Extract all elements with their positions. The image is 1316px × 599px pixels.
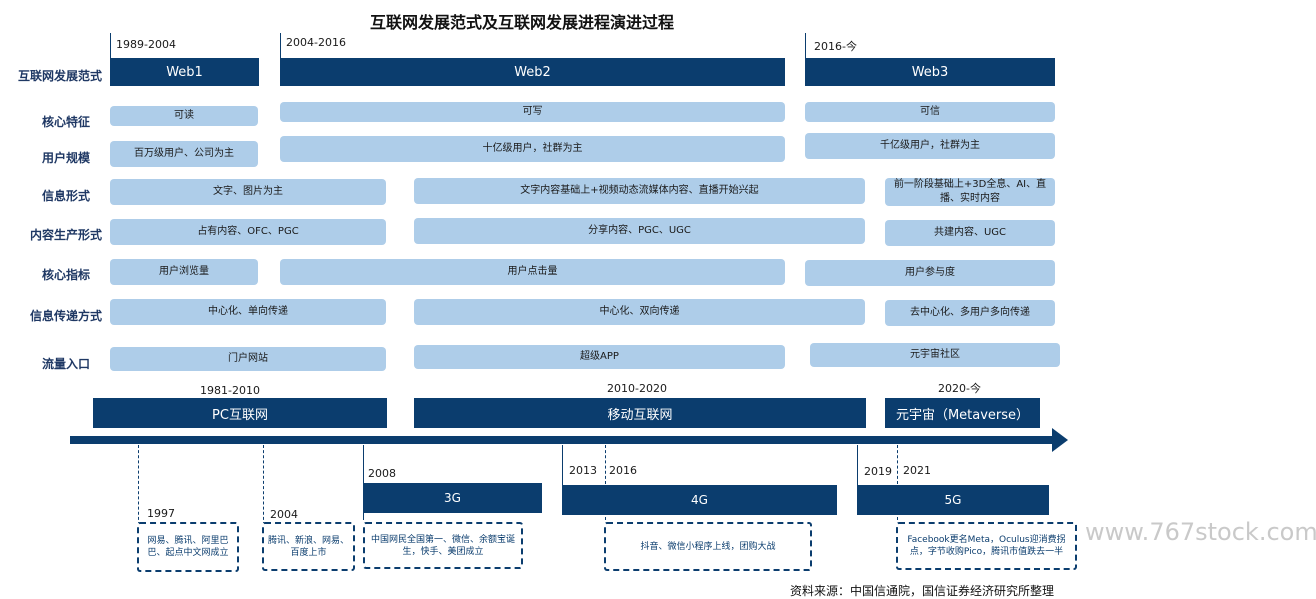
era-years-metaverse: 2020-今	[938, 382, 981, 395]
event-year-1997: 1997	[147, 507, 175, 520]
network-year-5g-a: 2019	[864, 465, 892, 478]
era-bar-metaverse: 元宇宙（Metaverse）	[885, 398, 1040, 428]
connector-2004	[263, 445, 264, 525]
cell-transfer-mobile: 中心化、双向传递	[414, 299, 865, 325]
era-bar-web2: Web2	[280, 58, 785, 86]
row-label-traffic: 流量入口	[42, 357, 91, 371]
cell-traffic-pc: 门户网站	[110, 347, 386, 371]
network-year-3g: 2008	[368, 467, 396, 480]
cell-core-metric-web2: 用户点击量	[280, 259, 785, 285]
era-years-pc: 1981-2010	[200, 384, 260, 397]
era-tick	[805, 33, 806, 58]
row-label-transfer: 信息传递方式	[30, 309, 103, 323]
cell-content-form-metaverse: 共建内容、UGC	[885, 220, 1055, 246]
cell-core-metric-web1: 用户浏览量	[110, 259, 258, 285]
network-year-4g-b: 2016	[609, 464, 637, 477]
era-bar-pc: PC互联网	[93, 398, 387, 428]
network-bar-3g: 3G	[363, 483, 542, 513]
row-label-core-metric: 核心指标	[42, 268, 91, 282]
connector-2013	[562, 445, 563, 515]
cell-core-metric-web3: 用户参与度	[805, 260, 1055, 286]
cell-transfer-metaverse: 去中心化、多用户多向传递	[885, 300, 1055, 326]
era-bar-web1: Web1	[110, 58, 259, 86]
network-year-4g-a: 2013	[569, 464, 597, 477]
event-box-2008: 中国网民全国第一、微信、余额宝诞生，快手、美团成立	[363, 522, 523, 569]
event-box-2016: 抖音、微信小程序上线，团购大战	[604, 522, 812, 571]
event-year-2004: 2004	[270, 508, 298, 521]
era-years-web1: 1989-2004	[116, 38, 176, 51]
cell-user-scale-web2: 十亿级用户，社群为主	[280, 136, 785, 162]
cell-traffic-metaverse: 元宇宙社区	[810, 343, 1060, 367]
cell-traffic-mobile: 超级APP	[414, 345, 785, 369]
watermark: www.767stock.com	[1085, 518, 1316, 546]
cell-info-form-pc: 文字、图片为主	[110, 179, 386, 205]
era-tick	[110, 33, 111, 58]
cell-info-form-mobile: 文字内容基础上+视频动态流媒体内容、直播开始兴起	[414, 178, 865, 204]
cell-content-form-pc: 占有内容、OFC、PGC	[110, 219, 386, 245]
cell-core-feature-web1: 可读	[110, 106, 258, 126]
row-label-info-form: 信息形式	[42, 189, 91, 203]
row-label-user-scale: 用户规模	[42, 151, 91, 165]
era-bar-web3: Web3	[805, 58, 1055, 86]
page-title: 互联网发展范式及互联网发展进程演进过程	[370, 13, 675, 32]
era-years-web2: 2004-2016	[286, 36, 346, 49]
era-years-web3: 2016-今	[814, 40, 857, 53]
cell-core-feature-web3: 可信	[805, 102, 1055, 122]
era-years-mobile: 2010-2020	[607, 382, 667, 395]
source-note: 资料来源：中国信通院，国信证券经济研究所整理	[790, 584, 1055, 598]
event-box-1997: 网易、腾讯、阿里巴巴、起点中文网成立	[137, 522, 239, 572]
connector-2019	[857, 445, 858, 515]
era-bar-mobile: 移动互联网	[414, 398, 866, 428]
network-bar-5g: 5G	[857, 485, 1049, 515]
cell-user-scale-web3: 千亿级用户，社群为主	[805, 133, 1055, 159]
connector-2008	[363, 445, 364, 520]
event-box-2021: Facebook更名Meta，Oculus迎消费拐点，字节收购Pico，腾讯市值…	[896, 522, 1077, 570]
network-year-5g-b: 2021	[903, 464, 931, 477]
cell-info-form-metaverse: 前一阶段基础上+3D全息、AI、直播、实时内容	[885, 178, 1055, 206]
row-label-core-feature: 核心特征	[42, 115, 91, 129]
row-label-paradigm: 互联网发展范式	[18, 69, 103, 83]
network-bar-4g: 4G	[562, 485, 837, 515]
cell-user-scale-web1: 百万级用户、公司为主	[110, 141, 258, 167]
connector-1997	[138, 445, 139, 525]
event-box-2004: 腾讯、新浪、网易、百度上市	[262, 522, 355, 571]
era-tick	[280, 33, 281, 58]
timeline-arrow	[70, 428, 1068, 452]
row-label-content-form: 内容生产形式	[30, 228, 103, 242]
connector-2016	[605, 445, 606, 520]
cell-transfer-pc: 中心化、单向传递	[110, 299, 386, 325]
cell-content-form-mobile: 分享内容、PGC、UGC	[414, 218, 865, 244]
connector-2021	[897, 445, 898, 520]
cell-core-feature-web2: 可写	[280, 102, 785, 122]
